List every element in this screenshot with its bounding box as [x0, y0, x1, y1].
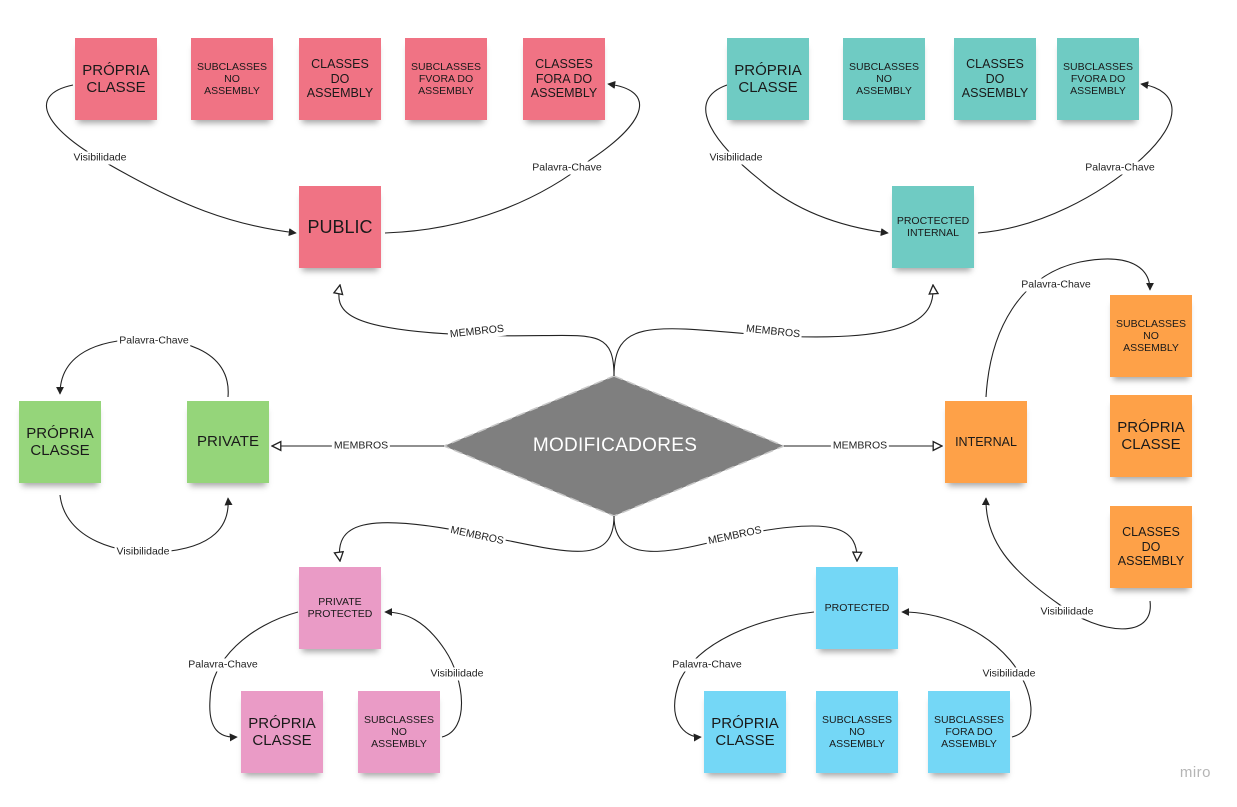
- edge-internal-visibilidade: [981, 497, 1151, 630]
- miro-watermark: miro: [1179, 764, 1211, 781]
- edge-private-visibilidade: [59, 494, 233, 553]
- internal-item-classes-do-assembly[interactable]: CLASSES DO ASSEMBLY: [1110, 506, 1192, 588]
- private-item-propria-classe[interactable]: PRÓPRIA CLASSE: [19, 401, 101, 483]
- public-item-propria-classe[interactable]: PRÓPRIA CLASSE: [75, 38, 157, 120]
- protected-note[interactable]: PROTECTED: [816, 567, 898, 649]
- public-item-classes-do-assembly[interactable]: CLASSES DO ASSEMBLY: [299, 38, 381, 120]
- pp-item-propria-classe[interactable]: PRÓPRIA CLASSE: [241, 691, 323, 773]
- edge-pi-palavra-chave: [977, 81, 1173, 234]
- pp-item-subclasses-no-assembly[interactable]: SUBCLASSES NO ASSEMBLY: [358, 691, 440, 773]
- protected-item-subclasses-fora-do-assembly[interactable]: SUBCLASSES FORA DO ASSEMBLY: [928, 691, 1010, 773]
- internal-note[interactable]: INTERNAL: [945, 401, 1027, 483]
- public-item-subclasses-no-assembly[interactable]: SUBCLASSES NO ASSEMBLY: [191, 38, 273, 120]
- center-label: MODIFICADORES: [532, 435, 698, 456]
- edge-label-palavra-chave: Palavra-Chave: [186, 658, 260, 672]
- protected-item-propria-classe[interactable]: PRÓPRIA CLASSE: [704, 691, 786, 773]
- edge-label-membros: MEMBROS: [331, 439, 391, 453]
- pi-item-classes-do-assembly[interactable]: CLASSES DO ASSEMBLY: [954, 38, 1036, 120]
- internal-item-propria-classe[interactable]: PRÓPRIA CLASSE: [1110, 395, 1192, 477]
- edge-pp-palavra-chave: [209, 611, 299, 742]
- protected-item-subclasses-no-assembly[interactable]: SUBCLASSES NO ASSEMBLY: [816, 691, 898, 773]
- edge-label-visibilidade: Visibilidade: [980, 667, 1038, 681]
- edge-private-palavra-chave: [56, 338, 229, 398]
- edge-public-visibilidade: [45, 84, 297, 237]
- private-note[interactable]: PRIVATE: [187, 401, 269, 483]
- public-note[interactable]: PUBLIC: [299, 186, 381, 268]
- edge-label-visibilidade: Visibilidade: [428, 667, 486, 681]
- edge-label-palavra-chave: Palavra-Chave: [117, 334, 191, 348]
- edge-label-palavra-chave: Palavra-Chave: [670, 658, 744, 672]
- edge-label-palavra-chave: Palavra-Chave: [1083, 161, 1157, 175]
- edge-label-palavra-chave: Palavra-Chave: [530, 161, 604, 175]
- edge-pi-visibilidade: [705, 84, 889, 237]
- public-item-subclasses-fora-do-assembly[interactable]: SUBCLASSES FVORA DO ASSEMBLY: [405, 38, 487, 120]
- edge-label-visibilidade: Visibilidade: [1038, 605, 1096, 619]
- edge-pp-visibilidade: [384, 608, 462, 738]
- edge-label-visibilidade: Visibilidade: [114, 545, 172, 559]
- internal-item-subclasses-no-assembly[interactable]: SUBCLASSES NO ASSEMBLY: [1110, 295, 1192, 377]
- edge-internal-palavra-chave: [985, 258, 1154, 398]
- edge-protected-palavra-chave: [674, 611, 815, 742]
- public-item-classes-fora-do-assembly[interactable]: CLASSES FORA DO ASSEMBLY: [523, 38, 605, 120]
- pi-item-propria-classe[interactable]: PRÓPRIA CLASSE: [727, 38, 809, 120]
- edge-label-palavra-chave: Palavra-Chave: [1019, 278, 1093, 292]
- protected-internal-note[interactable]: PROCTECTED INTERNAL: [892, 186, 974, 268]
- edge-label-membros: MEMBROS: [830, 439, 890, 453]
- pi-item-subclasses-fora-do-assembly[interactable]: SUBCLASSES FVORA DO ASSEMBLY: [1057, 38, 1139, 120]
- pi-item-subclasses-no-assembly[interactable]: SUBCLASSES NO ASSEMBLY: [843, 38, 925, 120]
- edge-label-visibilidade: Visibilidade: [707, 151, 765, 165]
- private-protected-note[interactable]: PRIVATE PROTECTED: [299, 567, 381, 649]
- edge-protected-visibilidade: [901, 608, 1032, 738]
- edge-label-visibilidade: Visibilidade: [71, 151, 129, 165]
